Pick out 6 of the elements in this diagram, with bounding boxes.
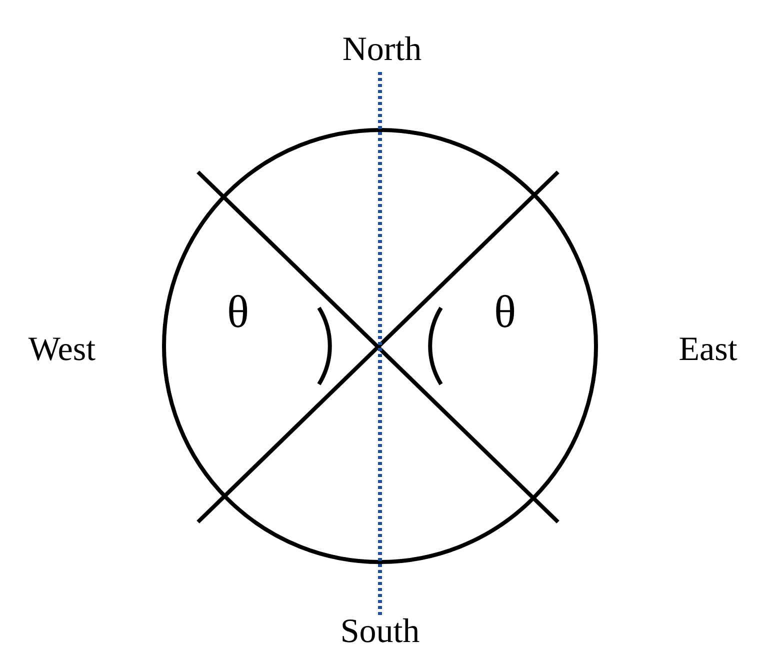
angle-label: θ [494, 289, 516, 335]
direction-label: North [342, 33, 422, 67]
direction-label: South [340, 615, 420, 649]
angle-label: θ [226, 289, 250, 335]
direction-label: West [28, 333, 96, 367]
direction-label: East [678, 333, 738, 367]
